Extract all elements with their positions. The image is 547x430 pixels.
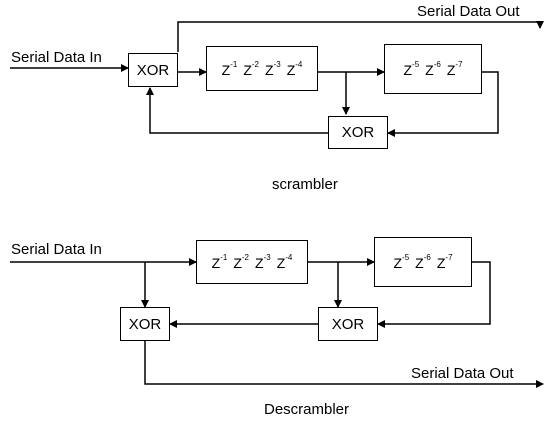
des-reg2-tap-base: Z [415,255,424,271]
scr-reg1-tap-exponent: -3 [273,59,281,69]
des-reg2-tap-exponent: -6 [423,253,431,262]
scr-reg2-tap-base: Z [446,62,456,78]
scr-reg2-tap-base: Z [403,62,413,78]
des-reg2-tap-exponent: -5 [402,253,410,262]
scr-reg2-tap-3: Z-7 [447,60,463,78]
scr-xor-feedback-box: XOR [328,116,388,149]
des-reg1-tap-2: Z-2 [233,253,249,271]
des-reg2-tap-base: Z [393,255,403,271]
des-reg1-tap-base: Z [276,255,286,271]
scr-reg2-tap-exponent: -6 [433,60,441,69]
des-reg1-tap-exponent: -3 [263,253,271,262]
scr-reg1-tap-base: Z [265,61,274,78]
des-reg1-tap-exponent: -2 [241,253,249,262]
scr-output-wire [177,21,544,52]
scr-reg1-tap-4: Z-4 [287,60,303,78]
scr-reg1-tap-exponent: -1 [230,59,238,69]
des-reg2-tap-3: Z-7 [437,253,453,271]
scr-reg2-tap-exponent: -5 [412,60,420,69]
scr-output-label: Serial Data Out [417,3,520,20]
scr-reg1-tap-exponent: -4 [295,59,303,69]
scr-xor-input-box: XOR [128,53,178,87]
scr-reg1-tap-2: Z-2 [243,60,259,78]
scr-reg2-tap-exponent: -7 [455,60,463,69]
des-reg2-tap-2: Z-6 [415,253,431,271]
scr-reg2-tap-2: Z-6 [425,60,441,78]
des-reg1-tap-exponent: -1 [220,253,228,262]
des-caption: Descrambler [264,401,350,418]
des-reg1-tap-exponent: -4 [285,253,293,262]
scr-reg1-tap-base: Z [243,61,252,78]
scr-reg2-feedback-wire [387,71,499,137]
des-reg2-tap-base: Z [436,255,446,271]
scr-reg1-tap-exponent: -2 [251,59,259,69]
scr-feedback-return-wire [146,87,328,134]
des-reg1-tap-base: Z [255,255,264,271]
des-xor-feedback-box: XOR [318,307,378,341]
scr-reg1-tap-base: Z [286,61,296,78]
des-reg1-tap-base: Z [233,255,242,271]
scr-reg2-tap-1: Z-5 [403,60,419,78]
des-reg1-tap-3: Z-3 [255,253,271,271]
des-reg2-tap-exponent: -7 [445,253,453,262]
des-input-label: Serial Data In [11,241,102,258]
des-output-label: Serial Data Out [411,365,514,382]
scr-input-label: Serial Data In [11,49,102,66]
des-output-wire [144,341,544,388]
scr-caption: scrambler [272,176,338,193]
des-reg1-tap-base: Z [211,255,221,271]
des-reg2-feedback-wire [377,261,491,328]
des-reg1-tap-1: Z-1 [212,253,228,271]
des-xor-output-box: XOR [120,307,170,341]
scr-reg1-tap-3: Z-3 [265,60,281,78]
des-reg1-tap-4: Z-4 [277,253,293,271]
scr-reg1-tap-1: Z-1 [222,60,238,78]
scr-reg2-tap-base: Z [425,62,434,78]
des-reg2-tap-1: Z-5 [393,253,409,271]
scr-reg1-tap-base: Z [221,61,231,78]
